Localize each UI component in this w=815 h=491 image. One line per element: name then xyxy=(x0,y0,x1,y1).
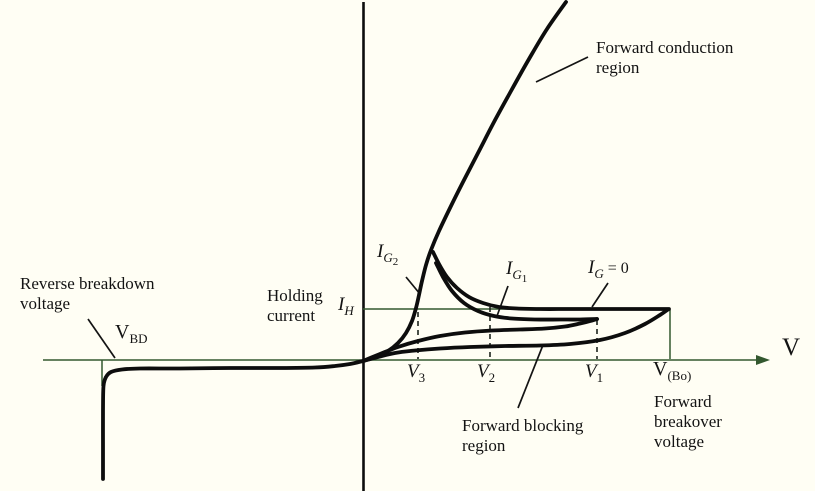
reverse-breakdown-line2: voltage xyxy=(20,294,71,313)
ig2-symbol: IG2 xyxy=(377,241,399,269)
curve-ig1-foldback xyxy=(434,261,599,322)
holding-current-line1: Holding xyxy=(267,286,323,305)
ig0-symbol: IG = 0 xyxy=(588,257,629,282)
voltage-axis-arrowhead-icon xyxy=(756,355,770,365)
forward-conduction-line1: Forward conduction xyxy=(596,38,734,57)
ig1-pointer xyxy=(496,285,509,317)
curve-ig0-forward-blocking xyxy=(361,307,670,363)
ig1-symbol: IG1 xyxy=(506,258,528,286)
curve-ig0-foldback xyxy=(431,250,671,311)
reverse-breakdown-voltage-label: Reverse breakdown voltage xyxy=(20,274,155,314)
holding-current-line2: current xyxy=(267,306,316,325)
reverse-breakdown-pointer xyxy=(87,318,116,359)
forward-breakover-line2: breakover xyxy=(654,412,722,431)
v3-symbol: V3 xyxy=(407,361,426,386)
forward-conduction-pointer xyxy=(535,56,589,83)
vbd-symbol: VBD xyxy=(115,321,148,346)
forward-conduction-region-label: Forward conduction region xyxy=(596,38,733,78)
ig0-pointer xyxy=(591,282,609,308)
v1-symbol: V1 xyxy=(585,361,604,386)
forward-blocking-pointer xyxy=(517,344,544,409)
forward-breakover-line1: Forward xyxy=(654,392,712,411)
curve-ig1-forward-blocking xyxy=(361,317,599,363)
v-axis-label: V xyxy=(782,334,801,361)
forward-blocking-region-label: Forward blocking region xyxy=(462,416,583,456)
ig2-pointer xyxy=(405,276,421,295)
forward-blocking-line1: Forward blocking xyxy=(462,416,584,435)
curve-ig2-and-forward-conduction xyxy=(361,0,568,363)
ih-symbol: IH xyxy=(338,294,354,319)
vbo-symbol: V(Bo) xyxy=(653,358,692,383)
v2-symbol: V2 xyxy=(477,361,496,386)
forward-breakover-line3: voltage xyxy=(654,432,705,451)
reverse-breakdown-line1: Reverse breakdown xyxy=(20,274,155,293)
curve-reverse-blocking xyxy=(101,359,365,481)
holding-current-label: Holding current xyxy=(267,286,323,326)
forward-blocking-line2: region xyxy=(462,436,506,455)
forward-conduction-line2: region xyxy=(596,58,640,77)
forward-breakover-voltage-label: Forward breakover voltage xyxy=(654,392,722,452)
